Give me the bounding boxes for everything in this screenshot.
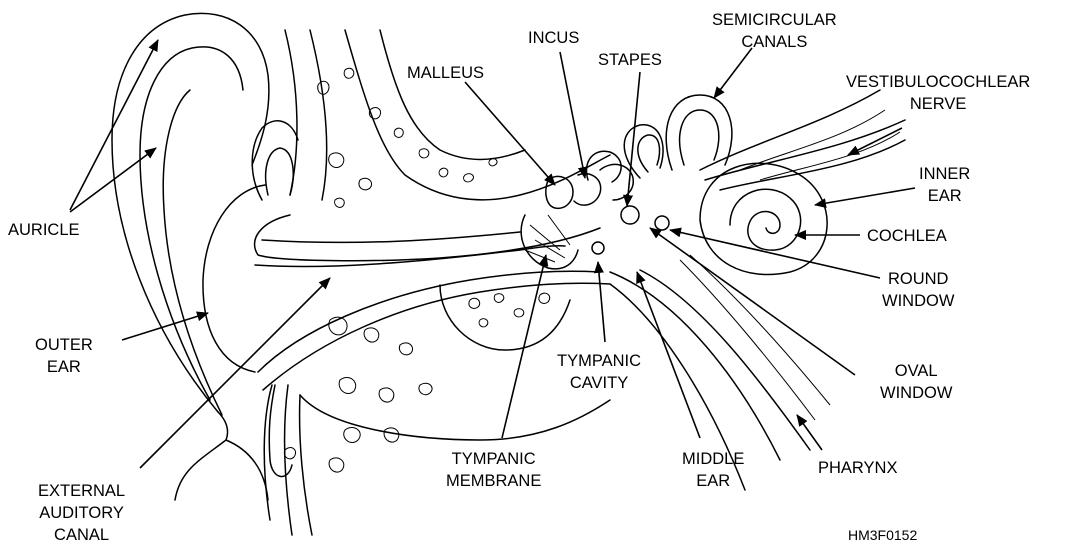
middle-ear-pointer: [637, 272, 700, 438]
label-auricle-text: AURICLE: [8, 219, 80, 241]
label-stapes: STAPES: [598, 49, 662, 71]
auricle-pointer-top: [70, 40, 158, 210]
label-inner-ear: INNER EAR: [919, 163, 970, 207]
label-vestibulocochlear-nerve: VESTIBULOCOCHLEAR NERVE: [846, 71, 1030, 115]
label-semicircular-canals: SEMICIRCULAR CANALS: [712, 9, 837, 53]
label-oval-window-line1: OVAL: [880, 360, 952, 382]
label-middle-ear-line2: EAR: [682, 470, 744, 492]
round-window-pointer: [670, 230, 880, 278]
label-stapes-text: STAPES: [598, 49, 662, 71]
bone-texture: [284, 68, 549, 472]
label-external-auditory-canal: EXTERNAL AUDITORY CANAL: [38, 480, 125, 546]
label-round-window-line2: WINDOW: [882, 290, 954, 312]
label-auricle: AURICLE: [8, 219, 80, 241]
stapes-pointer: [627, 72, 640, 206]
ossicles: [521, 164, 669, 268]
label-oval-window: OVAL WINDOW: [880, 360, 952, 404]
label-oval-window-line2: WINDOW: [880, 382, 952, 404]
figure-id: HM3F0152: [848, 527, 917, 543]
label-tympanic-membrane-line2: MEMBRANE: [446, 470, 541, 492]
label-tympanic-membrane: TYMPANIC MEMBRANE: [446, 448, 541, 492]
label-pharynx-text: PHARYNX: [818, 457, 897, 479]
label-tympanic-membrane-line1: TYMPANIC: [446, 448, 541, 470]
malleus-pointer: [465, 82, 555, 185]
label-tympanic-cavity-line2: CAVITY: [557, 372, 641, 394]
semicircular-pointer: [714, 48, 752, 98]
label-malleus-text: MALLEUS: [407, 62, 484, 84]
label-outer-ear-line1: OUTER: [35, 334, 93, 356]
tympanic-membrane-pointer: [502, 255, 546, 438]
label-cochlea-text: COCHLEA: [867, 225, 947, 247]
semicircular-canals-shape: [587, 95, 732, 182]
label-tympanic-cavity-line1: TYMPANIC: [557, 350, 641, 372]
label-middle-ear-line1: MIDDLE: [682, 448, 744, 470]
pointer-lines: [70, 40, 915, 468]
label-outer-ear-line2: EAR: [35, 356, 93, 378]
label-tympanic-cavity: TYMPANIC CAVITY: [557, 350, 641, 394]
label-incus: INCUS: [528, 27, 579, 49]
label-inner-ear-line2: EAR: [919, 185, 970, 207]
label-round-window: ROUND WINDOW: [882, 268, 954, 312]
label-semicircular-line2: CANALS: [712, 31, 837, 53]
label-semicircular-line1: SEMICIRCULAR: [712, 9, 837, 31]
label-round-window-line1: ROUND: [882, 268, 954, 290]
label-outer-ear: OUTER EAR: [35, 334, 93, 378]
label-malleus: MALLEUS: [407, 62, 484, 84]
inner-ear-pointer: [815, 188, 915, 205]
label-vestib-line2: NERVE: [846, 93, 1030, 115]
outer-ear-pointer: [122, 313, 208, 340]
label-canal-line1: EXTERNAL: [38, 480, 125, 502]
label-vestib-line1: VESTIBULOCOCHLEAR: [846, 71, 1030, 93]
oval-window-pointer: [650, 228, 855, 375]
auricle-shape: [112, 13, 269, 500]
label-canal-line2: AUDITORY: [38, 502, 125, 524]
label-inner-ear-line1: INNER: [919, 163, 970, 185]
label-middle-ear: MIDDLE EAR: [682, 448, 744, 492]
tympanic-cavity-pointer: [598, 262, 605, 342]
pharynx-pointer: [797, 415, 822, 450]
concha-shape: [203, 185, 265, 372]
incus-pointer: [560, 52, 585, 178]
label-canal-line3: CANAL: [38, 524, 125, 546]
temporal-bone-lower: [264, 285, 610, 535]
label-pharynx: PHARYNX: [818, 457, 897, 479]
label-cochlea: COCHLEA: [867, 225, 947, 247]
label-incus-text: INCUS: [528, 27, 579, 49]
